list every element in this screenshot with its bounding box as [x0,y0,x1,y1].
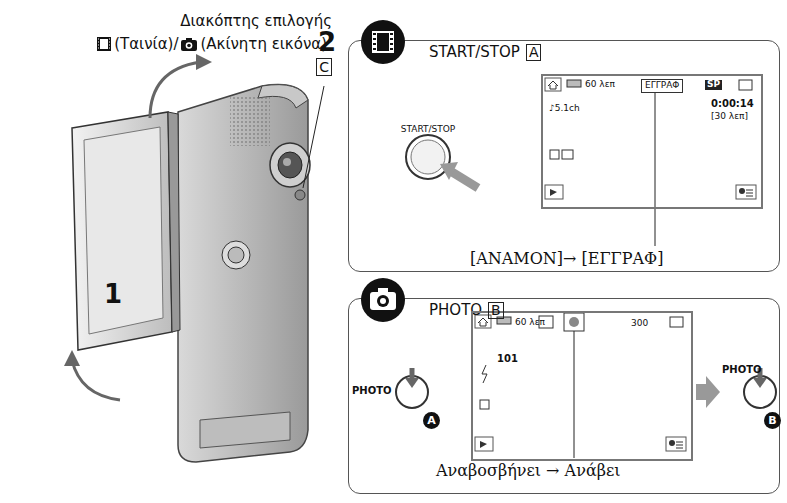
screen-text: ΕΓΓΡΑΦ [641,79,683,93]
screen-text: [30 λεπ] [711,112,748,122]
step-title: START/STOP [429,43,520,61]
part-label: (Ταινία)/ [114,35,178,53]
lcd-screen: 60 λεπ 101 300 [471,311,693,461]
step-title: PHOTO [429,301,482,319]
screen-text: 101 [497,353,518,364]
screen-text: 0:00:14 [711,98,754,109]
step-panel: START/STOP 60 λεπ ΕΓΓΡΑΦ SP 0:00:14 [30 λεπ] ♪… [348,40,780,272]
lcd-screen: 60 λεπ ΕΓΓΡΑΦ SP 0:00:14 [30 λεπ] ♪5.1ch [541,74,763,209]
step-number: 1 [104,280,122,310]
part-label: Διακόπτης επιλογής [180,12,332,30]
part-label: (Ακίνητη εικόνα) [200,35,327,53]
callout-letter: B [488,302,504,319]
status-note: Αναβοσβήνει → Ανάβει [436,462,621,480]
callout-letter: B [764,412,781,429]
screen-text: 60 λεπ [515,318,545,328]
callout-letter: A [526,44,542,61]
camera-icon [180,36,198,52]
screen-text: ♪5.1ch [549,104,580,114]
screen-text: 60 λεπ [585,80,615,90]
callout-letter: A [423,412,440,429]
screen-text: 300 [631,319,648,329]
button-label: PHOTO [352,385,392,397]
status-note: [ΑΝΑΜΟΝ]→ [ΕΓΓΡΑΦ] [470,250,663,268]
callout-letter: C [316,58,332,76]
step-number: 2 [318,28,336,58]
button-label: START/STOP [401,124,456,134]
film-icon [96,36,112,52]
button-label: PHOTO [722,364,762,376]
switch-callout: Διακόπτης επιλογής (Ταινία)/ (Ακίνητη εικ… [80,10,332,79]
screen-text: SP [705,80,722,90]
